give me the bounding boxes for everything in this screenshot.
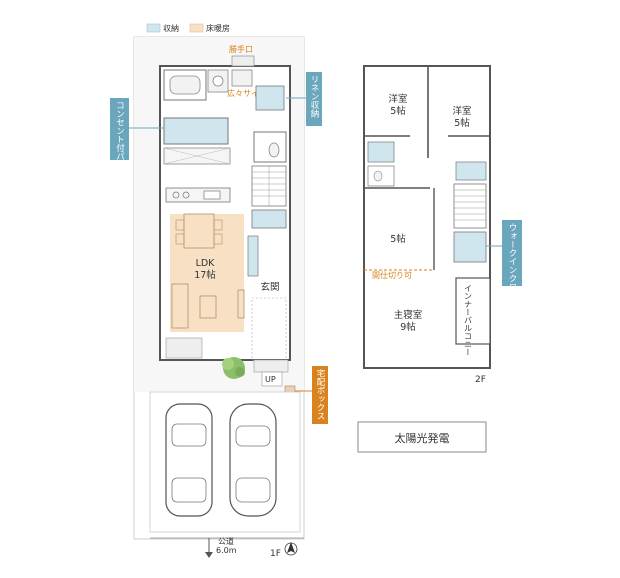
solar-power-label: 太陽光発電 bbox=[395, 431, 450, 445]
floor1-plan: 勝手口 広々サイズ bbox=[133, 36, 305, 559]
tag-pantry: コンセント付パントリー bbox=[110, 98, 164, 195]
legend: 収納 床暖房 bbox=[146, 23, 230, 33]
up-label: UP bbox=[265, 375, 276, 384]
washbasin bbox=[212, 75, 224, 87]
closet-2f-a bbox=[367, 141, 395, 163]
tag-walkin-label: ウォークインクローゼット bbox=[507, 223, 517, 325]
master-label: 主寝室 bbox=[394, 309, 423, 321]
legend-floor-heating-label: 床暖房 bbox=[206, 23, 230, 33]
closet-2f-b bbox=[455, 161, 487, 181]
legend-storage-label: 収納 bbox=[163, 23, 179, 33]
living-table bbox=[199, 295, 217, 319]
tag-delivery: 宅配ボックス bbox=[295, 366, 328, 424]
road-arrow-head bbox=[205, 552, 213, 558]
tv-board bbox=[237, 289, 245, 319]
master-size-label: 9帖 bbox=[400, 321, 416, 333]
road-label: 公道 bbox=[218, 536, 234, 546]
washing-machine bbox=[231, 69, 253, 87]
legend-storage-swatch bbox=[146, 23, 161, 33]
floor2-label: 2F bbox=[475, 375, 486, 385]
legend-floor-heating-swatch bbox=[189, 23, 204, 33]
sink-icon bbox=[203, 190, 221, 200]
tree-icon bbox=[222, 357, 245, 379]
service-door-label: 勝手口 bbox=[229, 44, 253, 54]
entrance-label: 玄関 bbox=[260, 281, 279, 293]
service-door-step bbox=[231, 55, 255, 67]
kitchen-island bbox=[165, 187, 231, 203]
spacious-size-label: 広々サイズ bbox=[227, 88, 267, 98]
western2-size-label: 5帖 bbox=[454, 117, 470, 129]
stove-icon bbox=[172, 191, 180, 199]
western1-label: 洋室 bbox=[388, 93, 407, 105]
partition-label: 間仕切り可 bbox=[372, 270, 412, 280]
car-icon bbox=[165, 403, 213, 517]
under-stair-storage bbox=[251, 209, 287, 229]
tag-walkin: ウォークインクローゼット bbox=[486, 220, 522, 325]
tag-pantry-label: コンセント付パントリー bbox=[115, 101, 125, 195]
bathtub bbox=[169, 75, 201, 95]
north-arrow-icon bbox=[284, 542, 298, 556]
floor1-label: 1F bbox=[270, 549, 281, 559]
room3-size-label: 5帖 bbox=[390, 233, 406, 245]
walk-in-closet bbox=[453, 231, 487, 263]
pantry bbox=[163, 117, 229, 145]
tag-delivery-label: 宅配ボックス bbox=[315, 368, 325, 420]
western1-size-label: 5帖 bbox=[390, 105, 406, 117]
toilet bbox=[373, 170, 383, 182]
western2-label: 洋室 bbox=[452, 105, 471, 117]
car-icon bbox=[229, 403, 277, 517]
porch-steps bbox=[253, 359, 289, 373]
ldk-size-label: 17帖 bbox=[194, 269, 216, 281]
road-width-label: 6.0m bbox=[216, 546, 237, 555]
sofa bbox=[171, 283, 189, 329]
tag-linen: リネン収納 bbox=[286, 72, 322, 126]
tag-linen-label: リネン収納 bbox=[309, 75, 319, 118]
inner-balcony-label: インナーバルコニー bbox=[464, 284, 473, 356]
staircase-2f bbox=[453, 183, 487, 229]
solar-power-button[interactable]: 太陽光発電 bbox=[357, 421, 487, 453]
floor2-plan: 洋室 5帖 洋室 5帖 5帖 間仕切り可 主寝室 9帖 インナーバルコニー bbox=[363, 65, 491, 385]
linen-storage bbox=[255, 85, 285, 111]
toilet bbox=[268, 142, 280, 158]
ldk-label: LDK bbox=[196, 258, 216, 269]
ldk-floor-heating bbox=[170, 214, 244, 332]
staircase-1f bbox=[251, 165, 287, 207]
shoe-closet bbox=[247, 235, 259, 277]
patio-slab bbox=[165, 337, 203, 359]
inner-balcony bbox=[455, 277, 491, 345]
porch bbox=[261, 371, 283, 387]
dining-table bbox=[183, 213, 215, 249]
